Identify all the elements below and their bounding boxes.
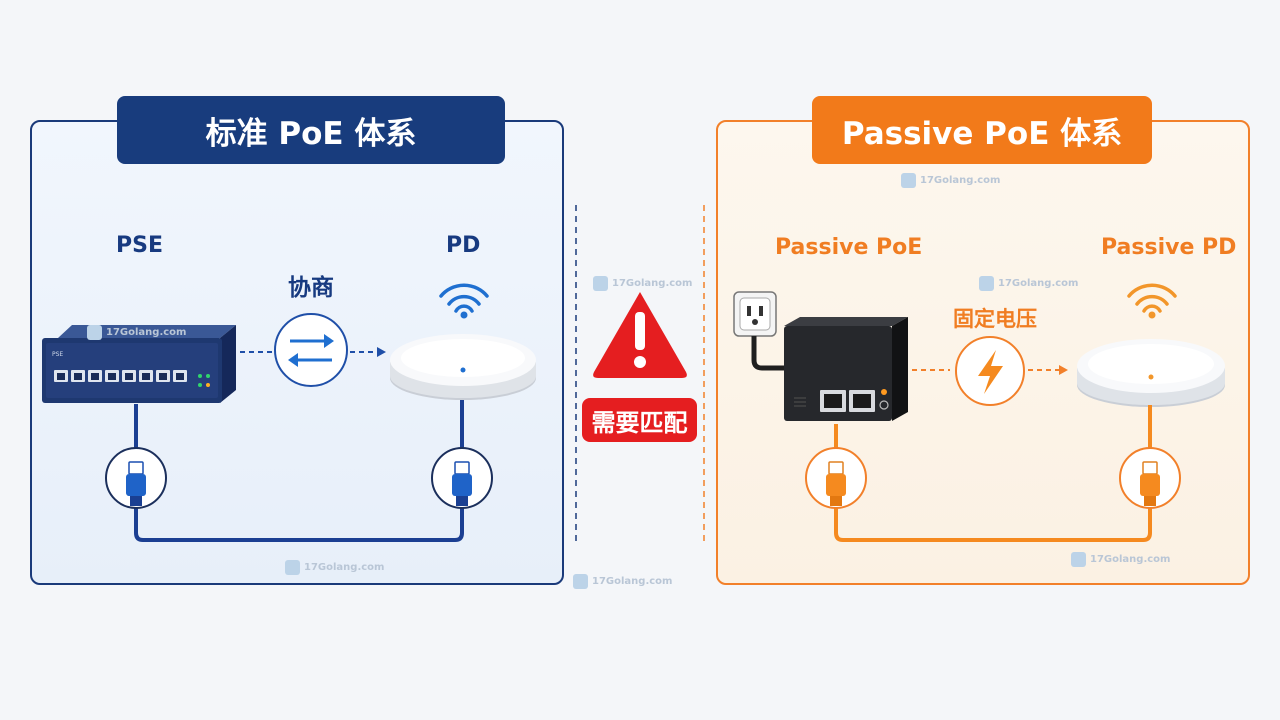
fixed-voltage-label: 固定电压: [953, 307, 1037, 331]
pd-access-point-icon: [390, 334, 536, 400]
standard-poe-title: 标准 PoE 体系: [117, 96, 505, 164]
wifi-icon: [439, 283, 489, 313]
passive-pd-label: Passive PD: [1101, 235, 1237, 260]
warning-badge: 需要匹配: [582, 398, 697, 442]
pse-switch-icon: [42, 325, 236, 403]
watermark-logo-icon: [593, 276, 608, 291]
pse-label: PSE: [116, 233, 163, 258]
rj45-connector-icon: [1119, 447, 1181, 509]
passive-poe-label: Passive PoE: [775, 235, 923, 260]
watermark-logo-icon: [573, 574, 588, 589]
pd-label: PD: [446, 233, 481, 258]
watermark: 17Golang.com: [573, 574, 672, 589]
rj45-connector-icon: [431, 447, 493, 509]
watermark: 17Golang.com: [979, 276, 1078, 291]
watermark-logo-icon: [1071, 552, 1086, 567]
switch-brand-label: PSE: [52, 351, 63, 358]
lightning-bolt-icon: [955, 336, 1025, 406]
warning-icon: [593, 292, 687, 378]
watermark-logo-icon: [285, 560, 300, 575]
passive-pd-access-point-icon: [1077, 339, 1225, 407]
watermark: 17Golang.com: [285, 560, 384, 575]
watermark-logo-icon: [979, 276, 994, 291]
watermark: 17Golang.com: [1071, 552, 1170, 567]
watermark-logo-icon: [87, 325, 102, 340]
wall-outlet-icon: [733, 291, 777, 337]
negotiate-icon: [274, 313, 348, 387]
watermark: 17Golang.com: [901, 173, 1000, 188]
passive-poe-injector-icon: [784, 317, 908, 421]
watermark: 17Golang.com: [87, 325, 186, 340]
rj45-connector-icon: [805, 447, 867, 509]
watermark: 17Golang.com: [593, 276, 692, 291]
watermark-logo-icon: [901, 173, 916, 188]
wifi-icon: [1127, 283, 1177, 313]
passive-poe-title: Passive PoE 体系: [812, 96, 1152, 164]
rj45-connector-icon: [105, 447, 167, 509]
negotiate-label: 协商: [288, 275, 334, 301]
